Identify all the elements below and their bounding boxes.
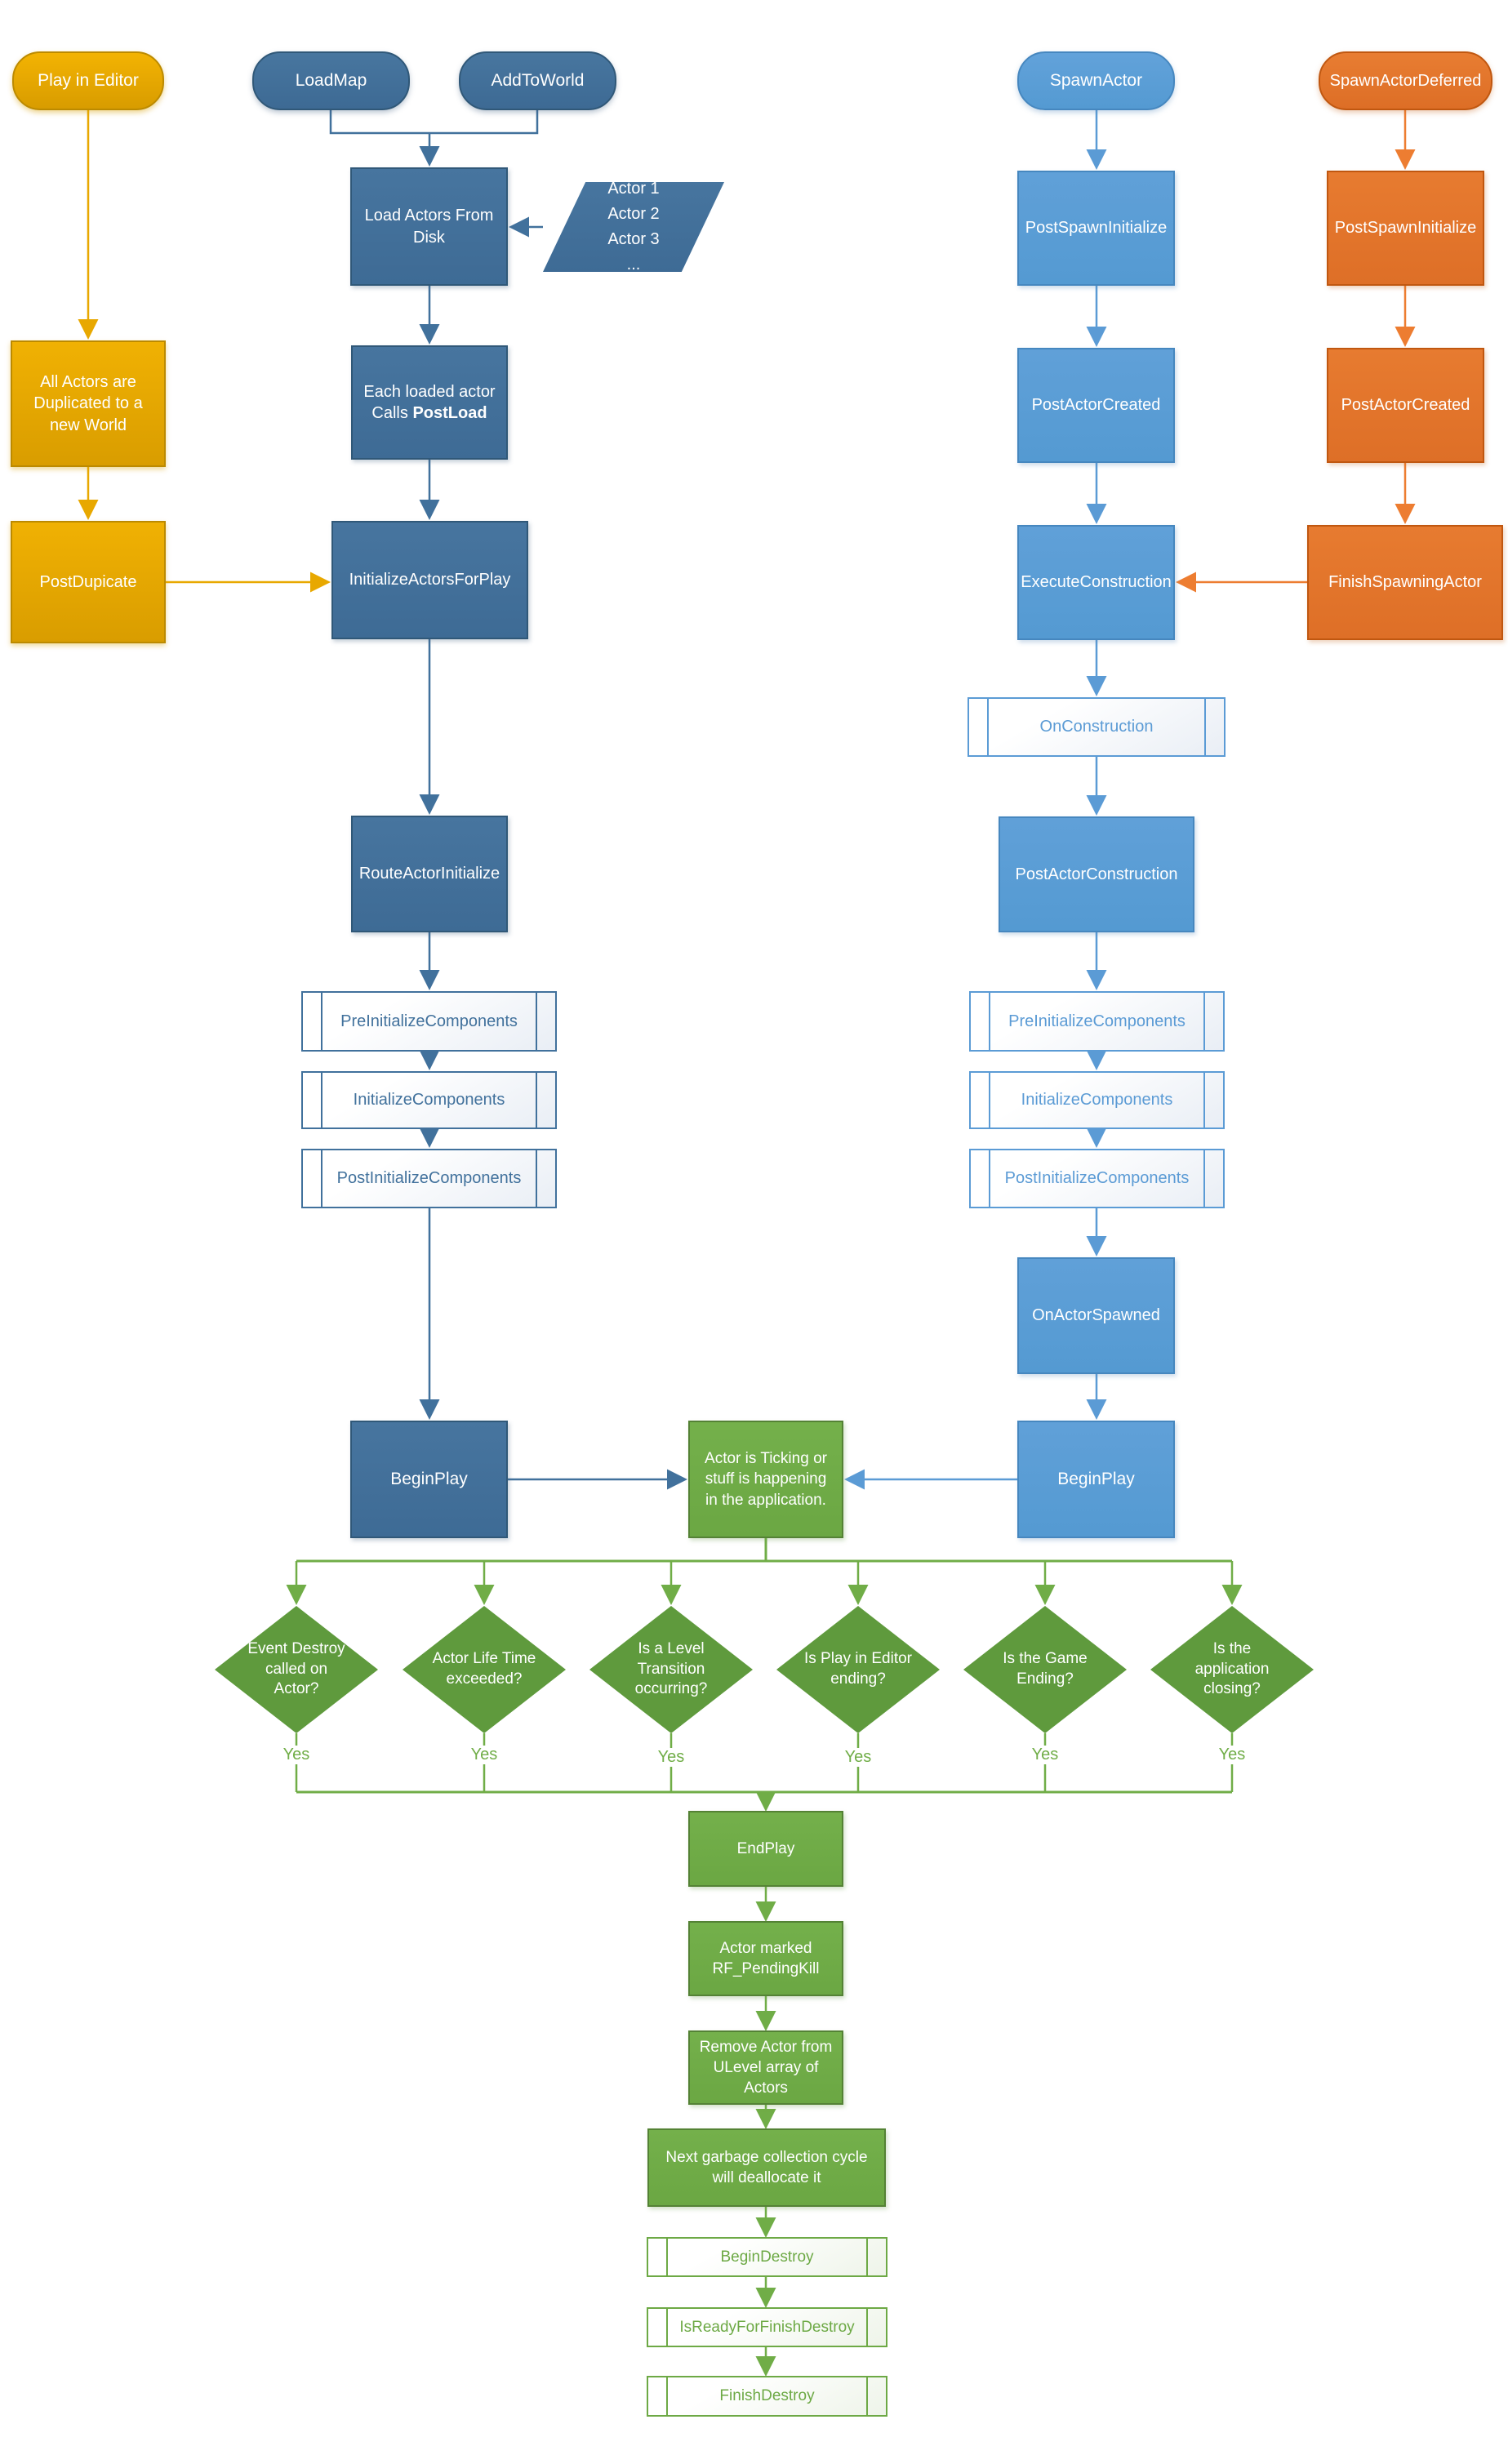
each-loaded-actor-line1: Each loaded actor	[363, 382, 496, 401]
node-initialize-actors-for-play: InitializeActorsForPlay	[331, 521, 528, 639]
node-initialize-components-right: InitializeComponents	[969, 1071, 1225, 1129]
yes-label-4: Yes	[840, 1748, 876, 1767]
node-actor-marked-pendingkill: Actor marked RF_PendingKill	[688, 1921, 843, 1996]
node-each-loaded-actor: Each loaded actor Calls PostLoad	[351, 345, 508, 460]
node-spawn-actor: SpawnActor	[1017, 51, 1175, 110]
yes-label-6: Yes	[1214, 1746, 1250, 1764]
node-finish-spawning-actor: FinishSpawningActor	[1307, 525, 1503, 640]
node-on-construction: OnConstruction	[968, 697, 1226, 757]
node-post-actor-created-orange: PostActorCreated	[1327, 348, 1484, 463]
node-post-initialize-components-right: PostInitializeComponents	[969, 1149, 1225, 1208]
node-route-actor-initialize: RouteActorInitialize	[351, 816, 508, 932]
node-initialize-components-left: InitializeComponents	[301, 1071, 557, 1129]
yes-label-2: Yes	[466, 1746, 502, 1764]
node-execute-construction: ExecuteConstruction	[1017, 525, 1175, 640]
node-end-play: EndPlay	[688, 1811, 843, 1887]
node-finish-destroy: FinishDestroy	[647, 2376, 887, 2417]
node-add-to-world: AddToWorld	[459, 51, 616, 110]
node-spawn-actor-deferred: SpawnActorDeferred	[1319, 51, 1492, 110]
node-is-ready-for-finish-destroy: IsReadyForFinishDestroy	[647, 2307, 887, 2347]
node-post-actor-construction: PostActorConstruction	[999, 816, 1194, 932]
node-remove-actor-from-ulevel: Remove Actor from ULevel array of Actors	[688, 2030, 843, 2105]
node-begin-play-left: BeginPlay	[350, 1421, 508, 1538]
node-garbage-collection: Next garbage collection cycle will deall…	[647, 2128, 886, 2207]
node-pre-initialize-components-right: PreInitializeComponents	[969, 991, 1225, 1052]
node-begin-destroy: BeginDestroy	[647, 2237, 887, 2277]
node-pre-initialize-components-left: PreInitializeComponents	[301, 991, 557, 1052]
node-load-map: LoadMap	[252, 51, 410, 110]
yes-label-1: Yes	[278, 1746, 314, 1764]
each-loaded-actor-line2: Calls PostLoad	[371, 404, 487, 422]
node-load-actors-from-disk: Load Actors From Disk	[350, 167, 508, 286]
node-all-actors-duplicated: All Actors are Duplicated to a new World	[11, 340, 166, 467]
node-post-duplicate: PostDupicate	[11, 521, 166, 643]
node-post-initialize-components-left: PostInitializeComponents	[301, 1149, 557, 1208]
node-post-actor-created-blue: PostActorCreated	[1017, 348, 1175, 463]
node-play-in-editor: Play in Editor	[12, 51, 164, 110]
yes-label-3: Yes	[653, 1748, 689, 1767]
node-actor-ticking: Actor is Ticking or stuff is happening i…	[688, 1421, 843, 1538]
node-on-actor-spawned: OnActorSpawned	[1017, 1257, 1175, 1374]
node-begin-play-right: BeginPlay	[1017, 1421, 1175, 1538]
node-post-spawn-initialize-orange: PostSpawnInitialize	[1327, 171, 1484, 286]
yes-label-5: Yes	[1027, 1746, 1063, 1764]
node-post-spawn-initialize-blue: PostSpawnInitialize	[1017, 171, 1175, 286]
